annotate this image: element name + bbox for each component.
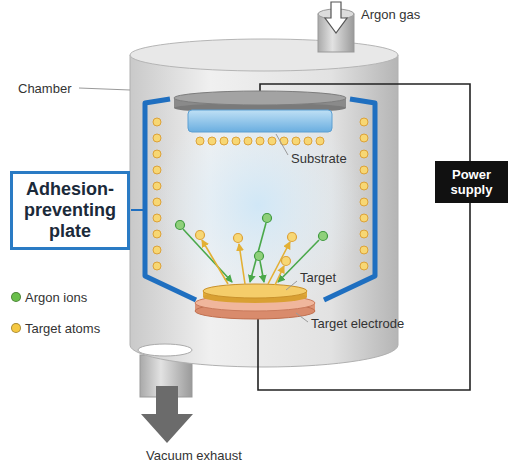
part-label: Target [300,270,336,285]
legend-swatch [11,292,21,302]
part-label: Argon gas [361,7,420,22]
callout-box: Adhesion-preventing plate [10,171,130,250]
part-label: Target electrode [311,316,404,331]
node-text: Power supply [443,167,500,197]
legend-text: Argon ions [25,290,87,305]
legend-text: Target atoms [25,321,100,336]
part-label: Chamber [18,81,71,96]
node-text: Adhesion-preventing plate [19,179,121,242]
power-supply-box: Power supply [435,161,508,203]
part-label: Substrate [291,151,347,166]
legend-swatch [11,323,21,333]
part-label: Vacuum exhaust [146,448,242,463]
